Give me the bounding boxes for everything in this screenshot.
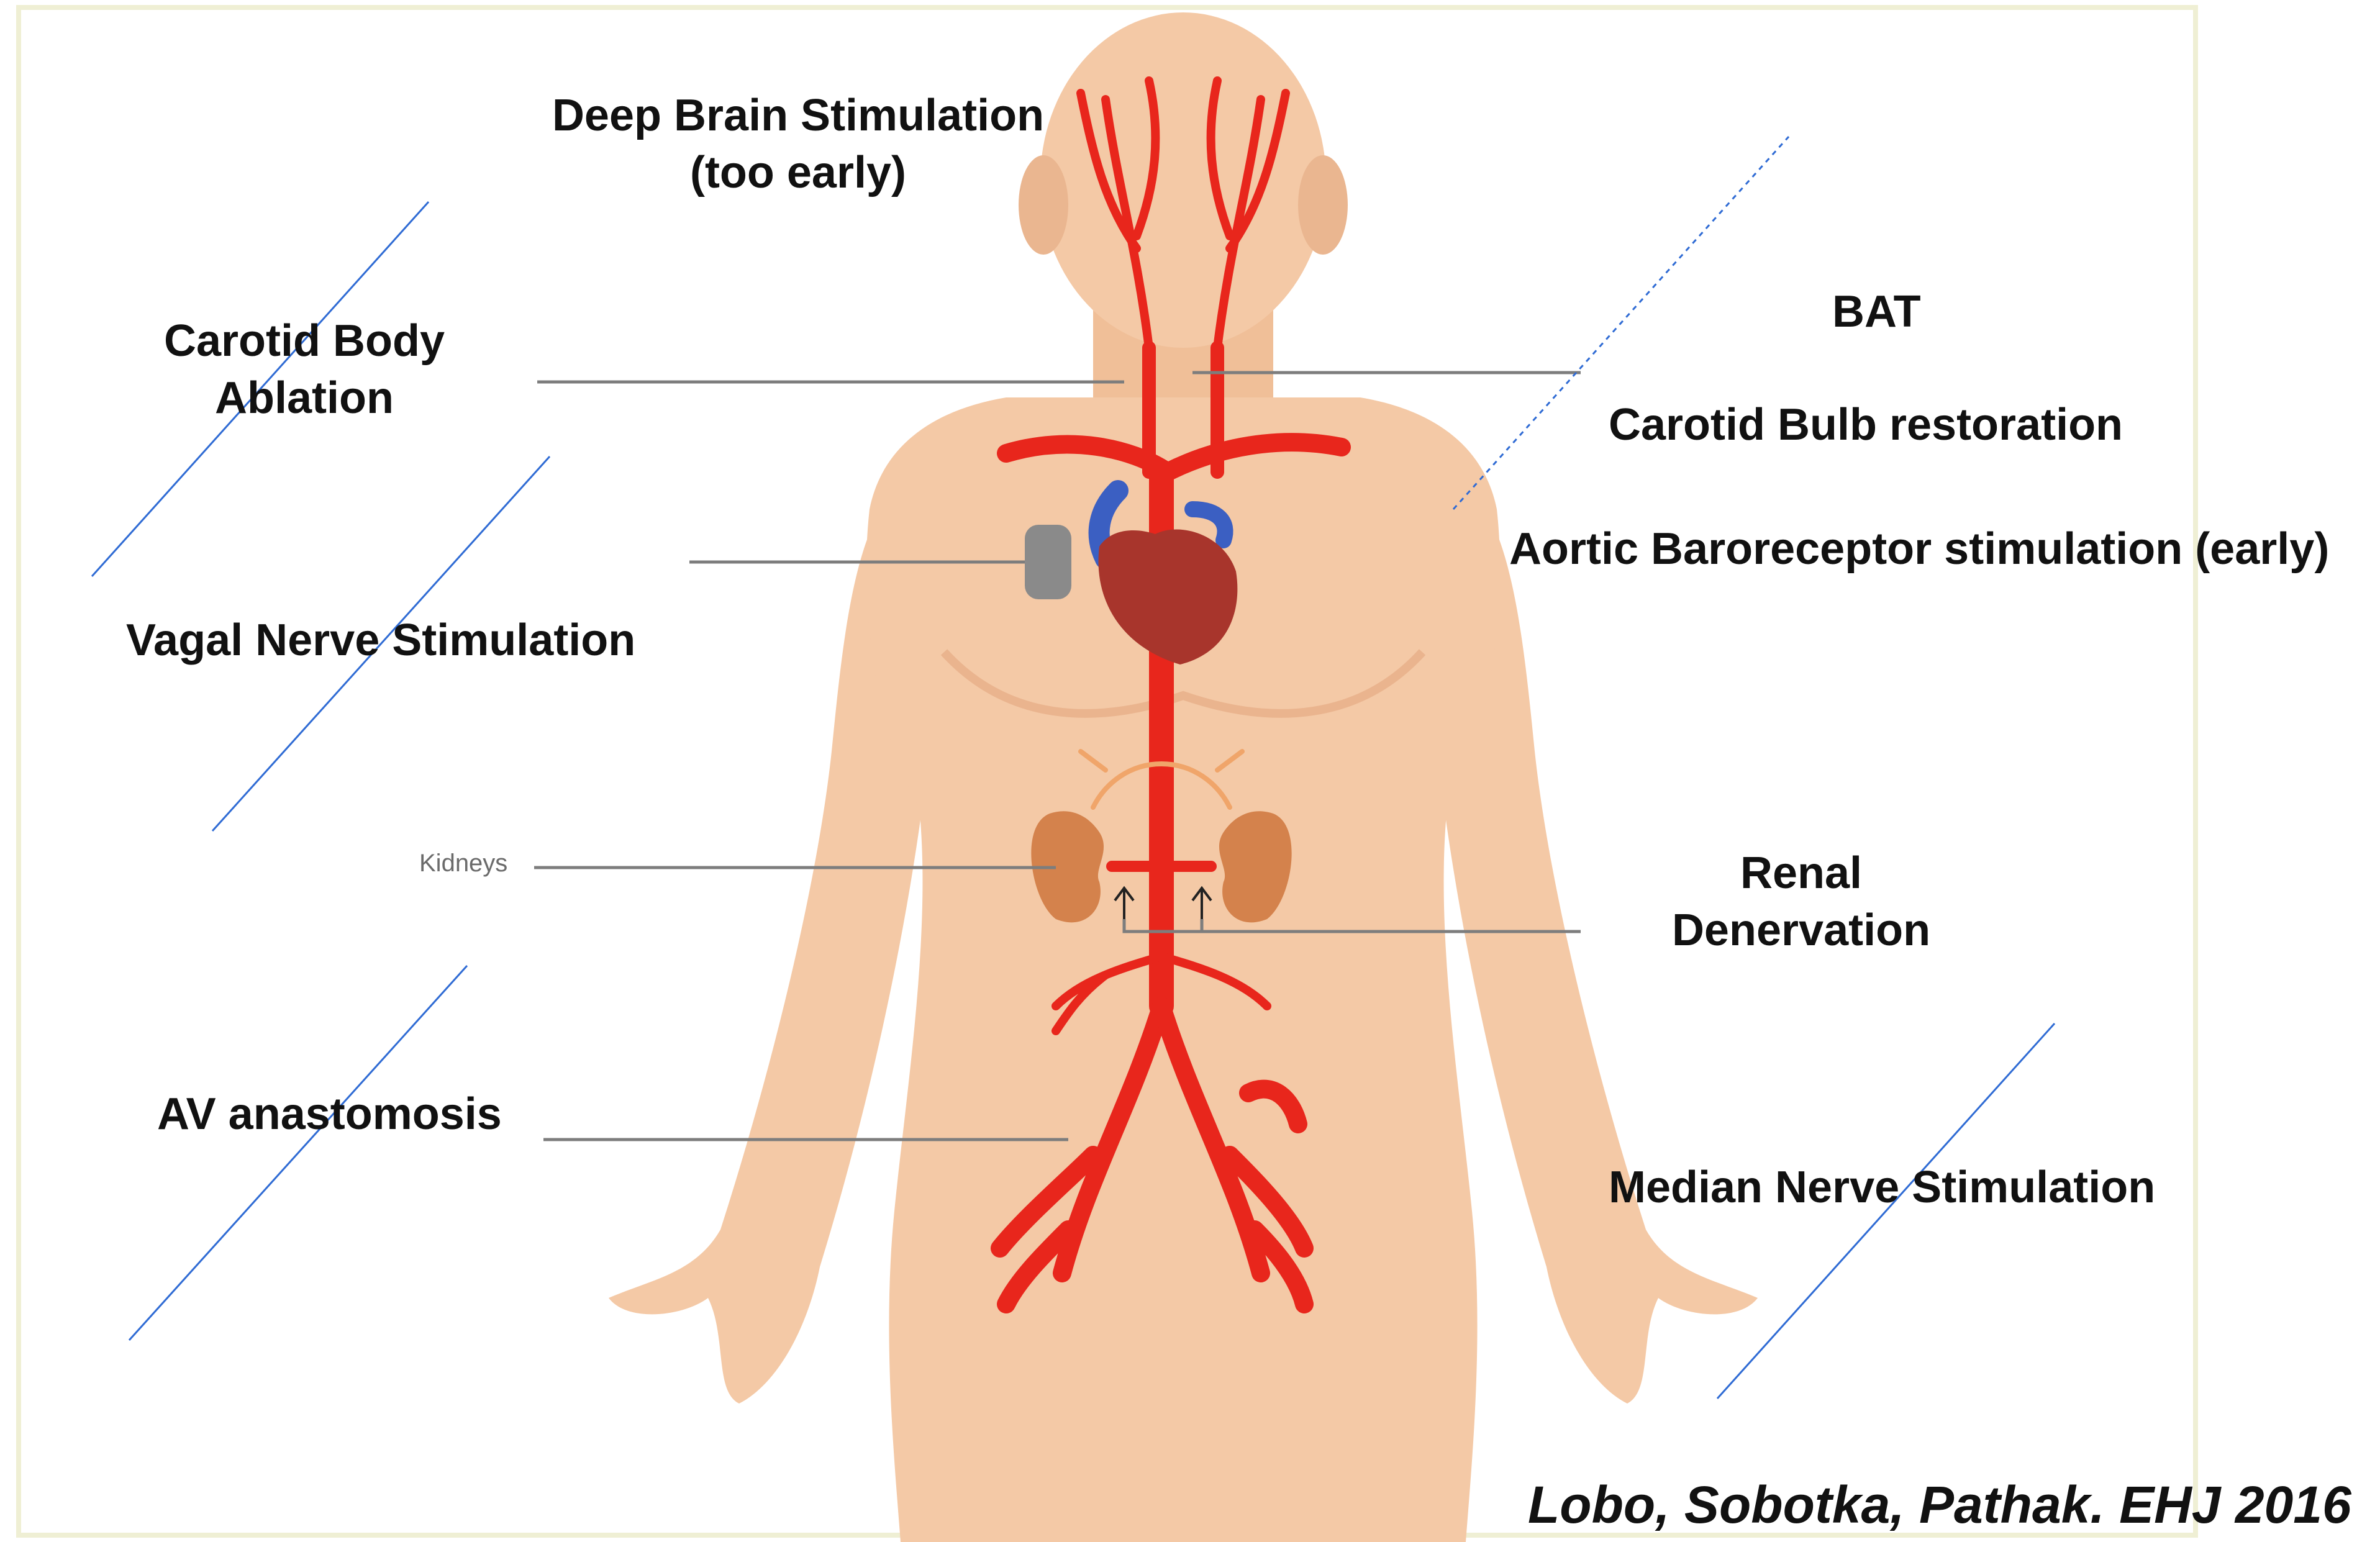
right-ear — [1298, 155, 1348, 255]
label-median: Median Nerve Stimulation — [1609, 1159, 2155, 1216]
label-renal: Renal Denervation — [1615, 845, 1987, 959]
label-vagal: Vagal Nerve Stimulation — [126, 612, 635, 669]
label-bat: BAT — [1832, 283, 1921, 340]
renal-line2: Denervation — [1615, 902, 1987, 959]
deep-brain-line2: (too early) — [484, 144, 1112, 201]
carotid-body-line2: Ablation — [118, 370, 491, 427]
label-kidneys: Kidneys — [419, 850, 507, 878]
bat-dotted-line — [1453, 137, 1789, 509]
renal-line1: Renal — [1615, 845, 1987, 902]
label-carotid-body: Carotid Body Ablation — [118, 312, 491, 427]
citation: Lobo, Sobotka, Pathak. EHJ 2016 — [1528, 1475, 2351, 1535]
label-deep-brain: Deep Brain Stimulation (too early) — [484, 87, 1112, 201]
deep-brain-line1: Deep Brain Stimulation — [484, 87, 1112, 144]
label-aortic: Aortic Baroreceptor stimulation (early) — [1509, 520, 2329, 578]
strike-av — [129, 966, 467, 1340]
body-figure — [609, 12, 1758, 1542]
label-av: AV anastomosis — [157, 1086, 502, 1143]
implanted-device — [1025, 525, 1071, 599]
carotid-body-line1: Carotid Body — [118, 312, 491, 370]
label-carotid-bulb: Carotid Bulb restoration — [1609, 396, 2123, 453]
